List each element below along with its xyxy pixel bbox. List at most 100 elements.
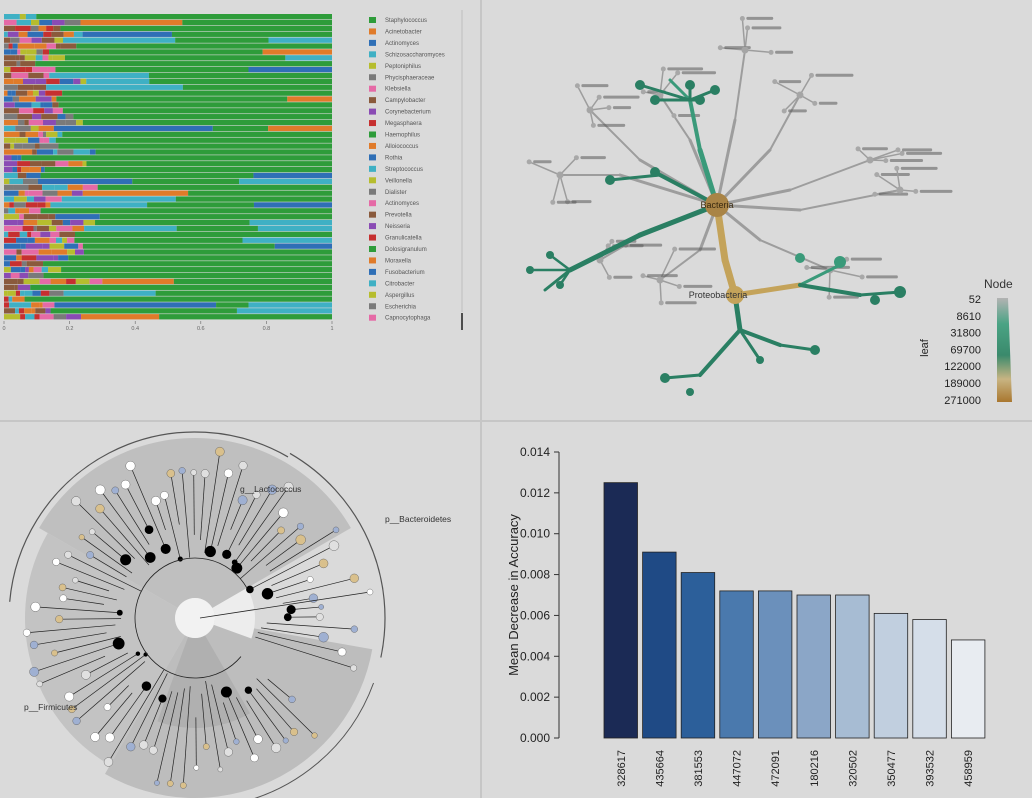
y-tick-label: 0.000 <box>520 731 550 745</box>
bar-segment <box>28 184 43 190</box>
bar-segment <box>16 225 23 232</box>
tree-leaf <box>72 577 79 584</box>
bar-segment <box>46 131 58 137</box>
node-label <box>533 160 552 164</box>
bar-segment <box>14 143 23 149</box>
bar-segment <box>76 43 332 49</box>
bar-segment <box>45 90 63 96</box>
bar-segment <box>19 231 28 238</box>
bar <box>757 590 793 739</box>
node-label <box>906 151 943 155</box>
tree-branch <box>130 673 168 747</box>
tree-branch <box>71 654 146 710</box>
bar-segment <box>24 55 36 61</box>
bar-segment <box>15 90 28 96</box>
tree-node <box>745 25 751 31</box>
tree-branch <box>269 529 337 572</box>
tree-node <box>913 188 919 194</box>
tree-node <box>826 294 832 300</box>
node-label <box>862 147 888 151</box>
bar-segment <box>48 214 56 220</box>
x-tick-label: 381553 <box>693 750 705 787</box>
bar-segment <box>37 178 133 185</box>
tree-edge <box>738 328 782 347</box>
bar-segment <box>20 267 26 273</box>
x-tick-label: 328617 <box>616 750 628 787</box>
tree-edge <box>599 244 627 261</box>
bar-segment <box>22 143 36 149</box>
legend-swatch <box>369 200 376 207</box>
bar-segment <box>62 37 176 43</box>
bar-segment <box>82 161 87 167</box>
tree-node <box>574 83 580 89</box>
node-label <box>580 156 606 160</box>
importance-bar-chart: 0.0000.0020.0040.0060.0080.0100.0120.014… <box>506 445 986 787</box>
bar-segment <box>81 314 160 320</box>
tree-leaf <box>337 647 347 657</box>
bar-segment <box>15 308 19 314</box>
clade-arc-bacteroidetes <box>289 452 386 658</box>
bar-segment <box>9 178 23 185</box>
tree-node <box>650 95 660 105</box>
bar-segment <box>32 66 48 73</box>
bar-segment <box>26 196 35 202</box>
legend-label: Staphylococcus <box>385 18 427 24</box>
tree-edge <box>876 173 901 191</box>
bar-segment <box>4 155 12 161</box>
node-label <box>597 123 626 127</box>
tree-branch <box>181 470 191 558</box>
tree-node <box>650 167 660 177</box>
bar-segment <box>56 237 63 243</box>
bar-segment <box>35 78 47 85</box>
tree-node <box>726 286 744 304</box>
tree-leaf <box>282 737 289 744</box>
legend-label: Dolosigranulum <box>385 247 427 253</box>
bar-segment <box>72 225 85 232</box>
legend-swatch <box>369 108 376 115</box>
tree-edge <box>715 148 772 207</box>
bar-segment <box>95 219 250 226</box>
tree-branch <box>152 691 173 751</box>
bar-segment <box>20 243 26 249</box>
tree-node <box>635 80 645 90</box>
bar-segment <box>248 66 332 73</box>
tree-node <box>894 286 906 298</box>
tree-edge <box>698 328 742 377</box>
bar-segment <box>4 196 14 202</box>
tree-node <box>896 186 904 194</box>
tree-branch <box>205 681 221 770</box>
bar-segment <box>30 284 332 290</box>
tree-branch <box>75 500 135 559</box>
tree-leaf <box>328 540 340 551</box>
bar-segment <box>159 314 332 320</box>
tree-branch <box>271 563 324 586</box>
tree-leaf <box>151 496 161 506</box>
bar-segment <box>43 119 56 126</box>
bar-segment <box>62 108 332 114</box>
bar-segment <box>262 49 332 55</box>
tree-leaf <box>318 558 329 569</box>
bar-segment <box>42 302 55 308</box>
bar-segment <box>64 55 286 61</box>
bar-segment <box>4 43 9 49</box>
bar-segment <box>285 55 332 61</box>
node-label <box>878 192 909 196</box>
clade-label-lactococcus: g__Lactococcus <box>240 484 301 494</box>
tree-internal-node <box>144 552 156 563</box>
tree-node <box>590 122 596 128</box>
bar-segment <box>8 208 16 214</box>
bar-segment <box>23 219 38 226</box>
tree-internal-node <box>220 686 232 698</box>
bar-segment <box>51 31 64 37</box>
legend-swatch <box>369 223 376 230</box>
tree-branch <box>39 655 106 685</box>
tree-node <box>772 79 778 85</box>
tree-node <box>676 283 682 289</box>
tree-internal-node <box>135 651 141 656</box>
tree-leaf <box>278 507 289 518</box>
legend-label: Phycisphaeraceae <box>385 75 435 81</box>
bar-segment <box>48 55 53 61</box>
bar-segment <box>95 149 332 155</box>
tree-leaf <box>271 742 282 753</box>
bar-segment <box>23 278 40 285</box>
